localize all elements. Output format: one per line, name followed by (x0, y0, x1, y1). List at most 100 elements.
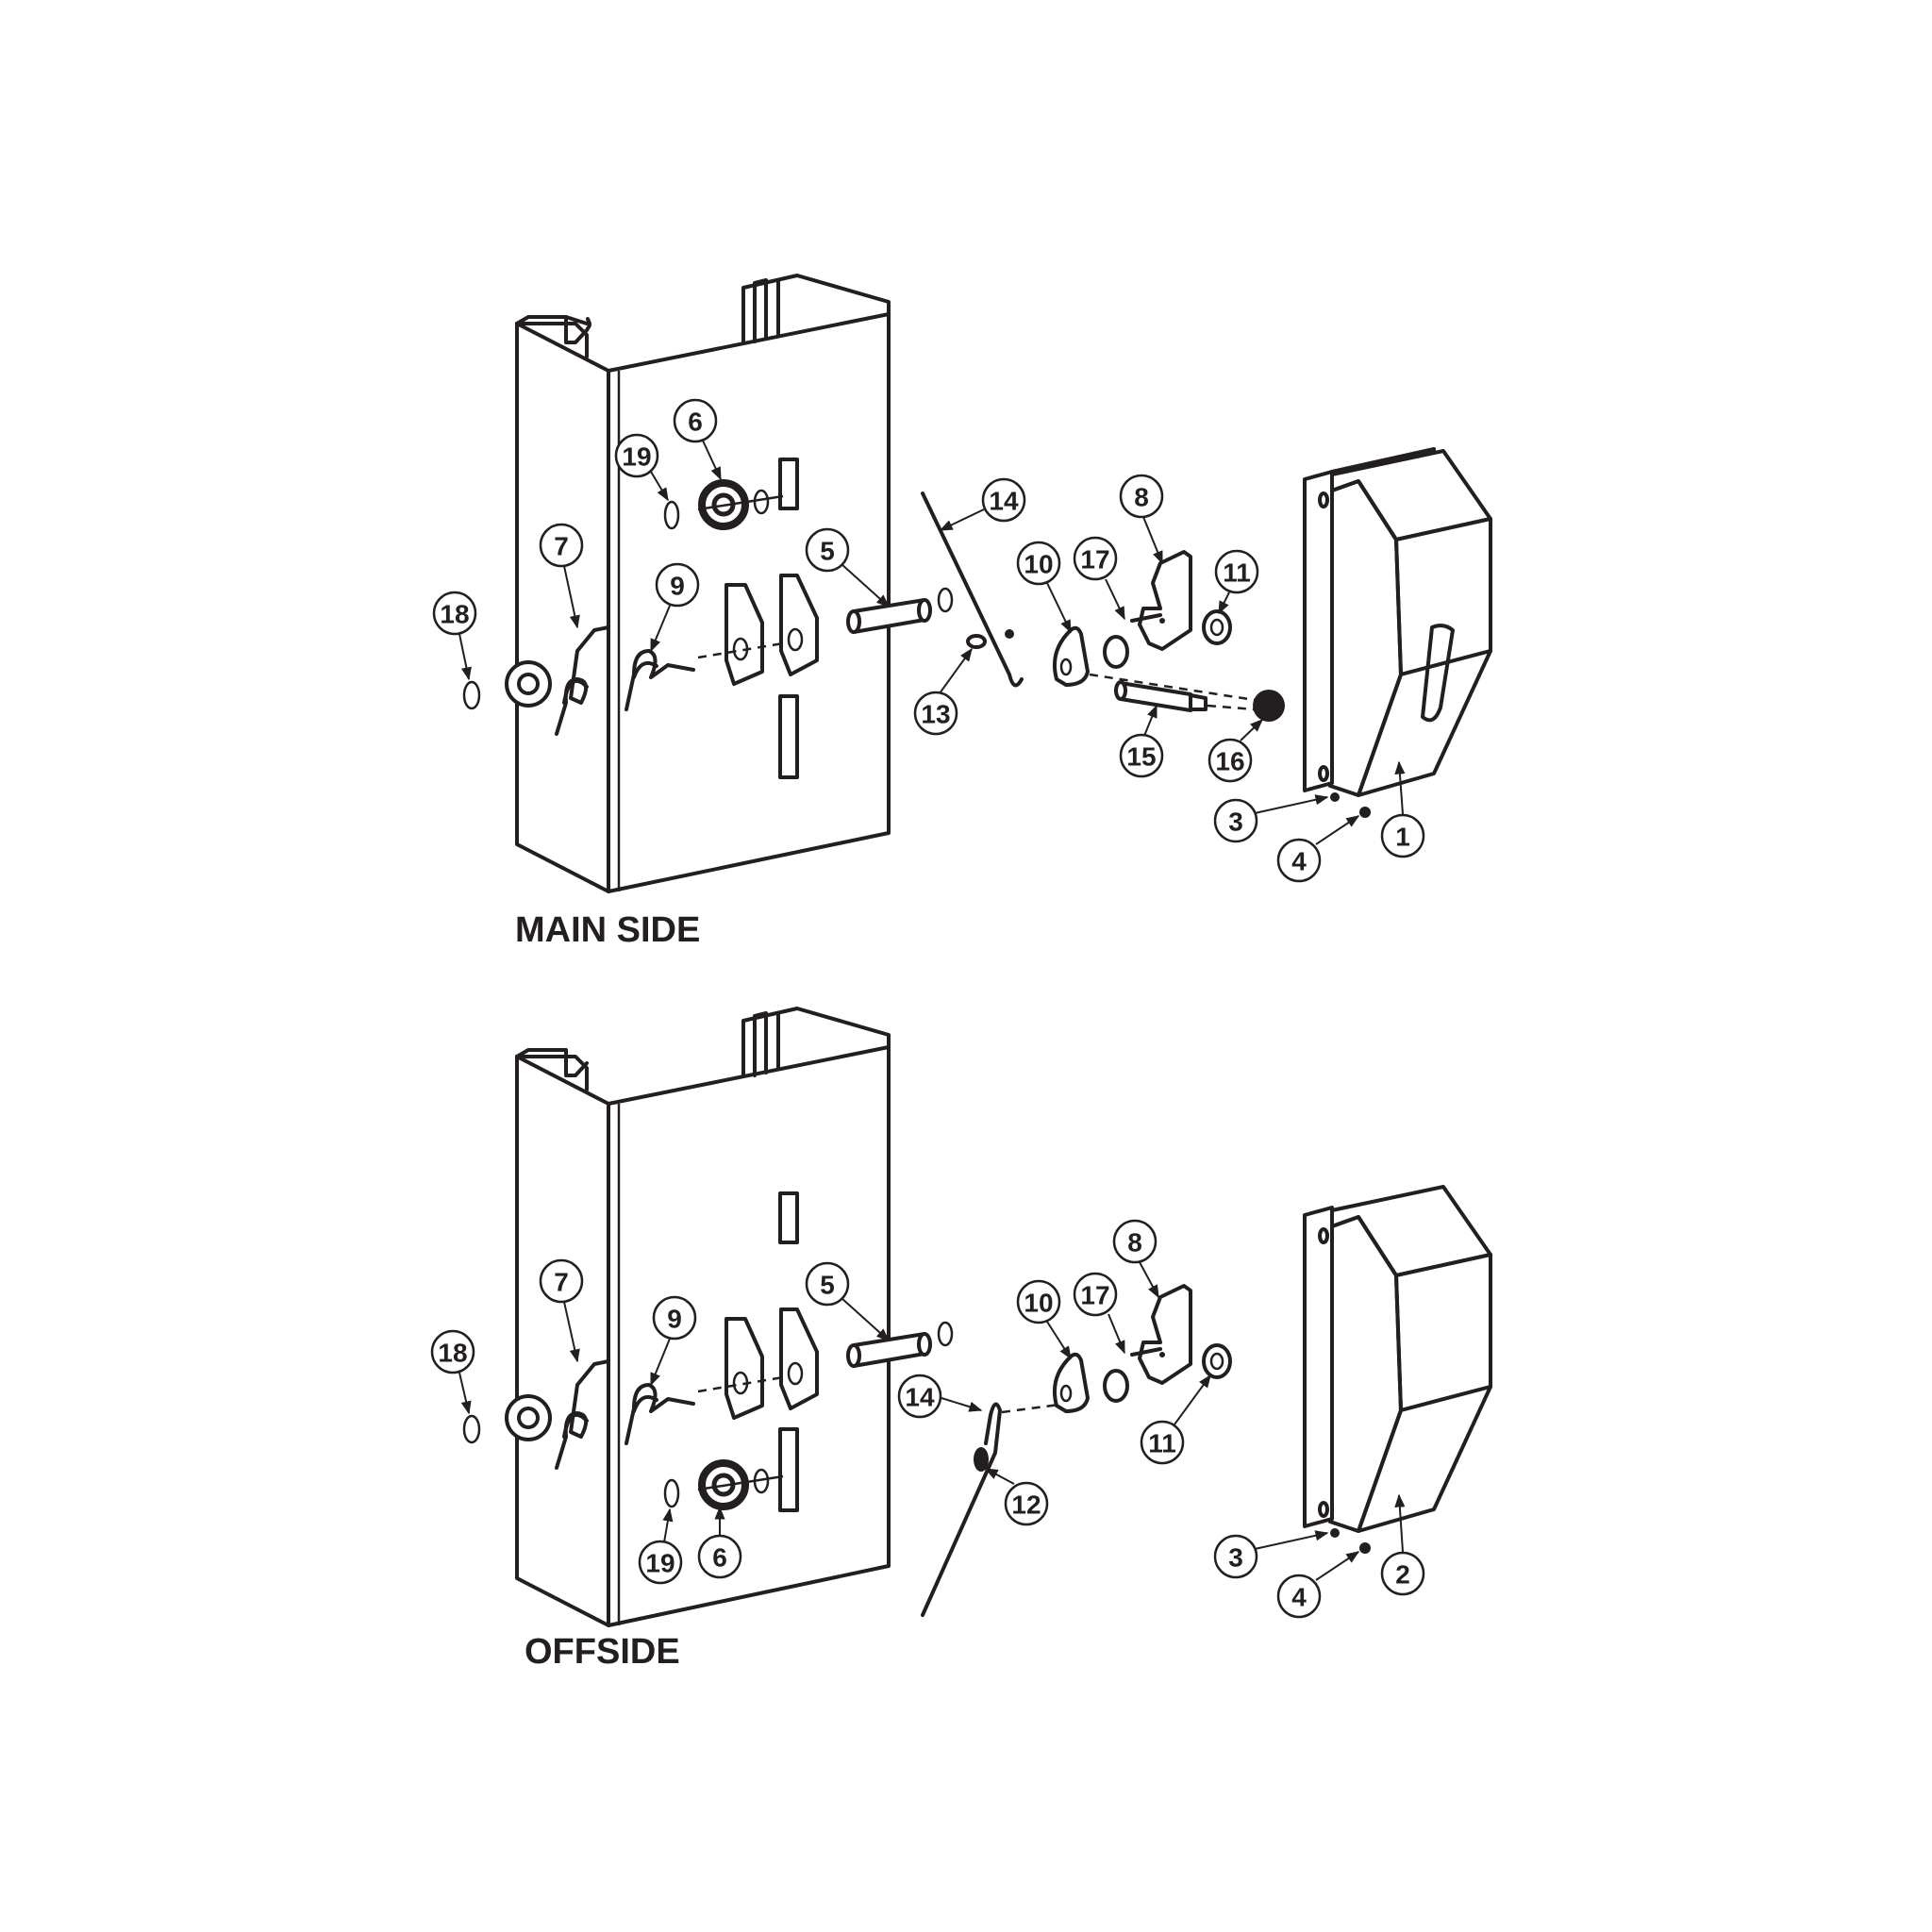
svg-text:6: 6 (688, 408, 703, 437)
svg-text:7: 7 (554, 1268, 569, 1297)
callout: 2 (1380, 1493, 1425, 1596)
callout: 3 (1213, 794, 1329, 843)
part-3-screw (1330, 1528, 1340, 1538)
part-17-washer (1103, 635, 1129, 669)
part-5-pin (846, 587, 954, 634)
callout: 19 (638, 1507, 683, 1585)
callout: 5 (805, 1261, 891, 1341)
svg-text:4: 4 (1291, 847, 1307, 876)
svg-text:17: 17 (1080, 1281, 1109, 1310)
part-19-circlip (663, 1478, 680, 1508)
svg-text:9: 9 (670, 572, 685, 601)
svg-text:8: 8 (1127, 1228, 1142, 1257)
svg-text:19: 19 (645, 1549, 675, 1578)
svg-text:7: 7 (554, 532, 569, 561)
part-6-bush (697, 1459, 784, 1510)
callout: 9 (650, 562, 700, 653)
callout: 8 (1119, 474, 1164, 565)
part-7-washer-spring (505, 1359, 610, 1470)
svg-text:3: 3 (1228, 808, 1243, 837)
callout: 4 (1276, 815, 1360, 883)
svg-text:9: 9 (667, 1305, 682, 1334)
part-12-sleeve (974, 1447, 989, 1472)
callouts-main: 1 3 4 5 6 7 8 9 (432, 398, 1425, 883)
callout: 10 (1016, 1279, 1072, 1360)
svg-text:18: 18 (438, 1339, 467, 1368)
callout: 11 (1214, 549, 1259, 615)
callout: 8 (1112, 1219, 1159, 1299)
part-9-spring (625, 1375, 784, 1445)
callout: 15 (1119, 704, 1164, 778)
callout: 19 (614, 433, 669, 502)
callout: 4 (1276, 1551, 1360, 1619)
svg-text:12: 12 (1011, 1491, 1041, 1520)
part-3-screw (1330, 792, 1340, 802)
svg-text:8: 8 (1134, 483, 1149, 512)
svg-text:2: 2 (1395, 1560, 1410, 1590)
callout: 11 (1140, 1374, 1211, 1465)
callout: 13 (913, 647, 973, 736)
callout: 18 (432, 591, 477, 681)
svg-text:6: 6 (712, 1543, 727, 1573)
callout: 12 (984, 1468, 1049, 1526)
callout: 6 (673, 398, 722, 481)
part-17-washer (1103, 1369, 1129, 1403)
svg-text:3: 3 (1228, 1543, 1243, 1573)
svg-text:5: 5 (820, 537, 835, 566)
part-5-pin (846, 1321, 954, 1368)
svg-text:10: 10 (1024, 550, 1053, 579)
post-frame (515, 274, 891, 893)
svg-text:13: 13 (921, 700, 950, 729)
part-6-bush (697, 479, 784, 530)
callout: 9 (650, 1295, 697, 1387)
callout: 17 (1073, 536, 1125, 621)
part-18-circlip (462, 1414, 481, 1444)
part-14-rod (921, 491, 1024, 688)
callout: 14 (897, 1374, 983, 1419)
svg-text:18: 18 (440, 600, 469, 629)
part-18-circlip (462, 680, 481, 710)
part-10-cam (1052, 1352, 1090, 1413)
part-10-cam (1052, 625, 1256, 702)
part-14-rod (921, 1402, 1067, 1617)
post-frame (515, 1007, 891, 1627)
callout: 16 (1208, 719, 1264, 783)
part-4-nut (1359, 1542, 1371, 1554)
svg-text:4: 4 (1291, 1583, 1307, 1612)
svg-text:11: 11 (1223, 558, 1251, 588)
part-16-knob (1253, 690, 1285, 722)
svg-text:16: 16 (1215, 747, 1244, 776)
svg-text:11: 11 (1148, 1429, 1176, 1458)
callout: 3 (1213, 1530, 1329, 1579)
callout: 5 (805, 527, 891, 608)
svg-text:19: 19 (622, 442, 651, 472)
callout: 10 (1016, 541, 1072, 634)
main-side-assembly (462, 274, 1492, 893)
callout: 1 (1380, 760, 1425, 858)
svg-text:14: 14 (905, 1383, 935, 1412)
part-1-cover (1303, 447, 1492, 797)
callout: 7 (539, 1258, 584, 1363)
callouts-offside: 2 3 4 5 6 7 8 9 (430, 1219, 1425, 1619)
svg-text:15: 15 (1126, 742, 1156, 772)
part-19-circlip (663, 500, 680, 530)
svg-text:17: 17 (1080, 545, 1109, 575)
part-8-lever (1130, 1284, 1192, 1385)
callout: 17 (1073, 1272, 1125, 1355)
svg-text:5: 5 (820, 1271, 835, 1300)
part-13-clip (966, 634, 987, 649)
svg-text:10: 10 (1024, 1289, 1053, 1318)
svg-text:14: 14 (989, 487, 1019, 516)
part-11-washer (1202, 1343, 1232, 1379)
section-title-offside: OFFSIDE (525, 1632, 680, 1672)
part-8-lever (1130, 550, 1192, 651)
part-9-spring (625, 641, 784, 711)
part-11-washer (1202, 609, 1232, 645)
offside-assembly (462, 1007, 1492, 1627)
section-title-main-side: MAIN SIDE (515, 910, 700, 950)
callout: 14 (939, 477, 1026, 531)
part-2-cover (1303, 1185, 1492, 1533)
svg-text:1: 1 (1395, 823, 1410, 852)
part-7-washer-spring (505, 625, 610, 736)
